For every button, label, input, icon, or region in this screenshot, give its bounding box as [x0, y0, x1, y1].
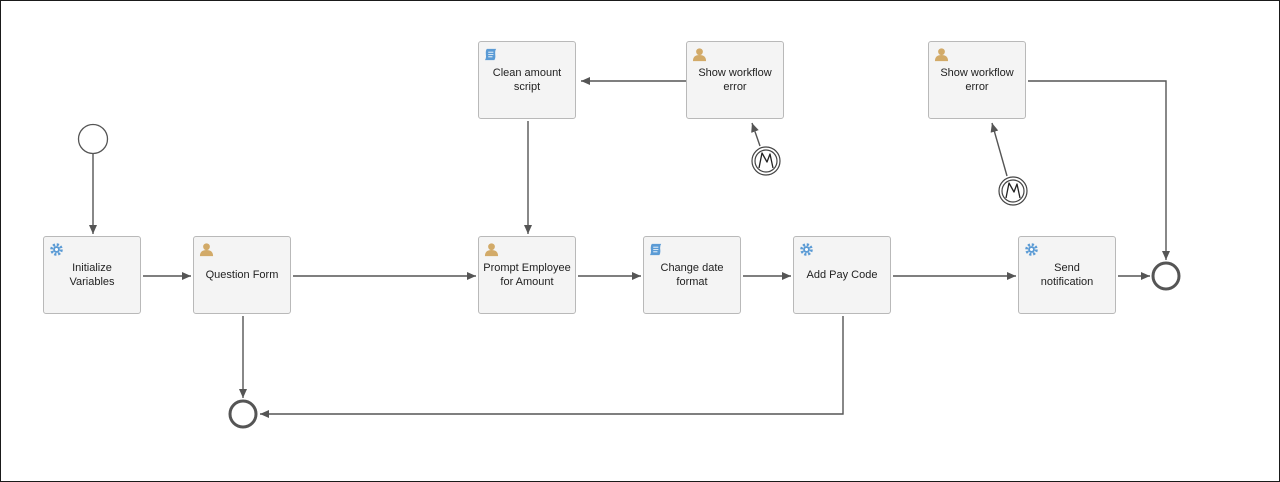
task-clean-amount-script[interactable]: Clean amount script — [478, 41, 576, 119]
gear-icon — [799, 242, 814, 257]
end-event-cancel[interactable] — [228, 399, 258, 429]
gear-icon — [1024, 242, 1039, 257]
user-icon — [199, 242, 214, 257]
task-label: Add Pay Code — [806, 269, 878, 281]
error-start-event-1[interactable] — [751, 146, 781, 176]
task-send-notification[interactable]: Send notification — [1018, 236, 1116, 314]
task-question-form[interactable]: Question Form — [193, 236, 291, 314]
script-icon — [649, 242, 664, 257]
lightning-icon — [758, 152, 774, 169]
task-label: Clean amount script — [492, 67, 562, 93]
task-label: Change date format — [660, 262, 724, 288]
flow-add-pay-to-cancel-end[interactable] — [260, 316, 844, 418]
end-event-main[interactable] — [1151, 261, 1181, 291]
user-icon — [692, 47, 707, 62]
flow-error-task-2-to-end[interactable] — [1028, 80, 1170, 260]
task-label: Initialize Variables — [69, 262, 115, 288]
task-show-workflow-error-2[interactable]: Show workflow error — [928, 41, 1026, 119]
user-icon — [934, 47, 949, 62]
gear-icon — [49, 242, 64, 257]
task-label: Show workflow error — [940, 67, 1014, 93]
task-label: Question Form — [205, 269, 279, 281]
task-change-date-format[interactable]: Change date format — [643, 236, 741, 314]
start-event[interactable] — [77, 123, 109, 155]
task-label: Show workflow error — [698, 67, 772, 93]
flow-error-event-2-to-task[interactable] — [990, 122, 1008, 177]
task-add-pay-code[interactable]: Add Pay Code — [793, 236, 891, 314]
task-show-workflow-error-1[interactable]: Show workflow error — [686, 41, 784, 119]
user-icon — [484, 242, 499, 257]
task-prompt-employee[interactable]: Prompt Employee for Amount — [478, 236, 576, 314]
lightning-icon — [1005, 182, 1021, 199]
error-start-event-2[interactable] — [998, 176, 1028, 206]
task-initialize-variables[interactable]: Initialize Variables — [43, 236, 141, 314]
flow-error-event-1-to-task[interactable] — [751, 122, 761, 147]
task-label: Send notification — [1040, 262, 1094, 288]
task-label: Prompt Employee for Amount — [483, 262, 571, 288]
script-icon — [484, 47, 499, 62]
